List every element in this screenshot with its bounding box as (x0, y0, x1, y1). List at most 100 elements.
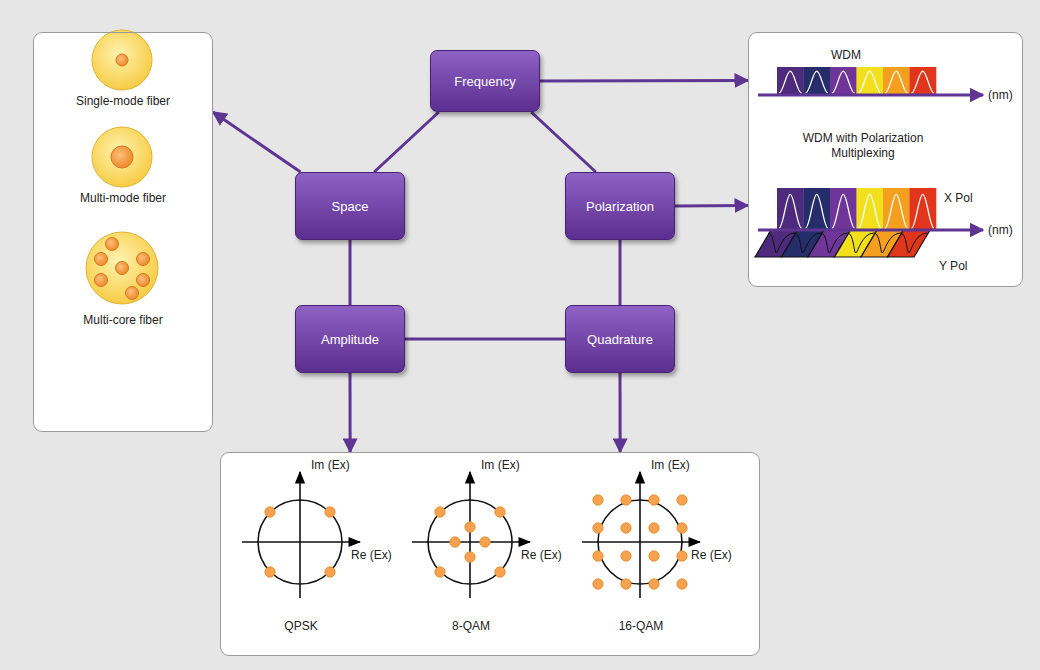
ypol-band (888, 230, 931, 257)
channel-peak (859, 194, 882, 228)
box-label: Amplitude (321, 332, 379, 347)
real-axis (582, 541, 700, 543)
imag-axis (639, 472, 641, 598)
imag-axis (469, 472, 471, 598)
link-line (349, 240, 352, 305)
real-axis (412, 541, 530, 543)
channel-band (830, 188, 857, 230)
channel-peak (885, 71, 908, 93)
dimension-box: Quadrature (565, 305, 675, 373)
fiber-label: Single-mode fiber (38, 94, 208, 109)
symbol-point (649, 579, 659, 589)
fiber-panel: Single-mode fiberMulti-mode fiberMulti-c… (33, 32, 213, 432)
wavelength-axis (758, 94, 983, 97)
polarization-label: X Pol (944, 191, 1004, 206)
dimension-box: Amplitude (295, 305, 405, 373)
symbol-point (593, 551, 603, 561)
symbol-point (593, 579, 603, 589)
channel-band (804, 188, 831, 230)
imag-axis (299, 472, 301, 598)
channel-peak (806, 71, 829, 93)
channel-peak (806, 194, 829, 228)
channel-band (910, 67, 937, 95)
arrow-connector (213, 112, 301, 172)
channel-peak (859, 71, 882, 93)
link-line (531, 112, 596, 172)
arrow-connector (675, 204, 748, 208)
fiber-core (95, 274, 108, 287)
symbol-point (265, 567, 275, 577)
symbol-point (677, 495, 687, 505)
panel-ground (220, 452, 760, 656)
dimension-box: Frequency (430, 50, 540, 112)
symbol-point (495, 507, 505, 517)
arrow-connector (540, 79, 748, 83)
symbol-point (677, 579, 687, 589)
fiber-core (137, 253, 150, 266)
wavelength-axis (758, 229, 983, 232)
channel-peak (885, 194, 908, 228)
box-label: Polarization (586, 199, 654, 214)
polarization-label: Y Pol (939, 259, 999, 274)
symbol-point (495, 567, 505, 577)
symbol-point (450, 537, 460, 547)
symbol-point (435, 567, 445, 577)
link-line (619, 240, 622, 305)
channel-band (857, 188, 884, 230)
symbol-point (649, 551, 659, 561)
fiber-label: Multi-core fiber (38, 313, 208, 328)
ypol-peak (901, 233, 928, 253)
fiber-core (137, 274, 150, 287)
axis-label: Im (Ex) (651, 458, 711, 473)
fiber-core (95, 253, 108, 266)
format-label: QPSK (256, 619, 346, 634)
symbol-point (265, 507, 275, 517)
axis-label: Re (Ex) (351, 548, 411, 563)
dimension-box: Polarization (565, 172, 675, 240)
symbol-point (677, 551, 687, 561)
channel-band (883, 188, 910, 230)
channel-peak (912, 194, 935, 228)
symbol-point (649, 523, 659, 533)
channel-band (883, 67, 910, 95)
channel-peak (779, 194, 802, 228)
wdm-panel: WDM(nm)WDM with Polarization Multiplexin… (748, 32, 1023, 287)
arrow-connector (619, 373, 622, 452)
channel-band (804, 67, 831, 95)
format-label: 16-QAM (596, 619, 686, 634)
channel-peak (912, 71, 935, 93)
symbol-point (677, 523, 687, 533)
spectrum-title: WDM (806, 48, 886, 63)
channel-peak (832, 194, 855, 228)
real-axis (242, 541, 360, 543)
fiber-core (106, 238, 119, 251)
panel-ground (748, 32, 1023, 287)
symbol-point (649, 495, 659, 505)
symbol-point (325, 507, 335, 517)
channel-band (777, 188, 804, 230)
panel-ground (33, 32, 213, 432)
link-line (405, 338, 565, 341)
channel-band (857, 67, 884, 95)
axis-unit: (nm) (988, 223, 1020, 238)
constellation-panel: Im (Ex)Re (Ex)QPSKIm (Ex)Re (Ex)8-QAMIm … (220, 452, 760, 656)
fiber-core (116, 262, 129, 275)
axis-label: Re (Ex) (521, 548, 581, 563)
arrow-connector (349, 373, 352, 452)
symbol-point (325, 567, 335, 577)
symbol-point (593, 495, 603, 505)
symbol-point (621, 579, 631, 589)
constellation (242, 472, 700, 598)
symbol-point (621, 551, 631, 561)
axis-label: Im (Ex) (481, 458, 541, 473)
symbol-point (593, 523, 603, 533)
symbol-point (621, 495, 631, 505)
box-label: Quadrature (587, 332, 653, 347)
symbol-point (435, 507, 445, 517)
channel-peak (779, 71, 802, 93)
symbol-point (465, 522, 475, 532)
format-label: 8-QAM (426, 619, 516, 634)
axis-unit: (nm) (988, 88, 1020, 103)
fiber-icons (86, 30, 158, 304)
fiber-label: Multi-mode fiber (38, 191, 208, 206)
